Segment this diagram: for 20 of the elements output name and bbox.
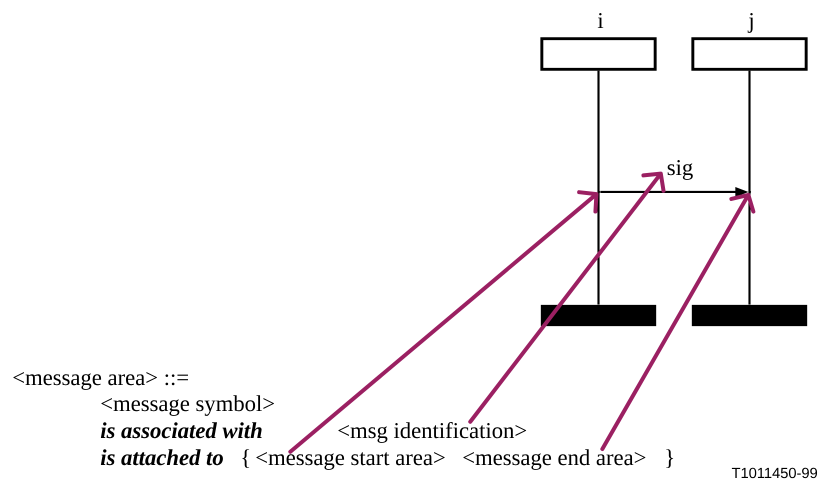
lifeline bbox=[597, 70, 600, 305]
leader-arrow bbox=[288, 190, 598, 454]
instance-name: j bbox=[748, 12, 753, 33]
grammar-term: <msg identification> bbox=[338, 422, 526, 443]
grammar-term: <message end area> bbox=[463, 449, 646, 470]
grammar-term: <message start area> bbox=[256, 452, 445, 470]
leader-arrow bbox=[468, 172, 666, 424]
grammar-text: <message area> ::= bbox=[13, 372, 188, 390]
message-name: sig bbox=[668, 160, 693, 180]
keyword: is attached to bbox=[100, 449, 223, 466]
keyword: is associated with bbox=[100, 422, 262, 438]
figure-number: T1011450-99 bbox=[732, 468, 818, 478]
instance-end-bar bbox=[540, 304, 656, 326]
lifeline bbox=[748, 70, 751, 305]
grammar-text: } bbox=[666, 449, 674, 468]
instance-end-bar bbox=[692, 304, 808, 326]
grammar-text: { bbox=[242, 449, 250, 468]
grammar-text: <message symbol> bbox=[101, 395, 274, 416]
leader-arrow bbox=[600, 192, 756, 451]
instance-name: i bbox=[598, 12, 604, 28]
